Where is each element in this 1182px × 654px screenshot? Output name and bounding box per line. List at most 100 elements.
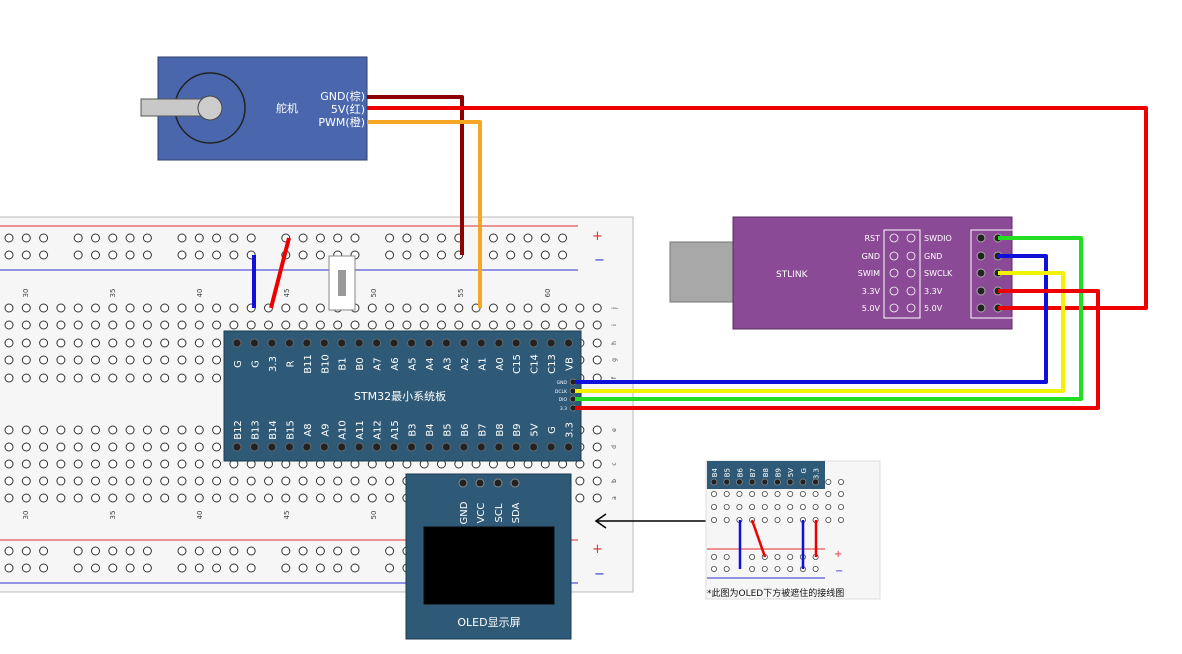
breadboard-hole[interactable] [125,476,135,486]
breadboard-hole[interactable] [333,320,343,330]
breadboard-hole[interactable] [281,476,291,486]
rail-hole[interactable] [177,233,187,243]
rail-hole[interactable] [402,250,412,260]
breadboard-hole[interactable] [21,425,31,435]
rail-hole[interactable] [298,250,308,260]
breadboard-hole[interactable] [540,320,550,330]
breadboard-hole[interactable] [4,303,14,313]
breadboard-hole[interactable] [21,355,31,365]
stm32-bottom-pin[interactable] [337,442,347,452]
breadboard-hole[interactable] [39,493,49,503]
breadboard-hole[interactable] [21,320,31,330]
inset-hole[interactable] [825,490,832,497]
rail-hole[interactable] [142,250,152,260]
breadboard-hole[interactable] [125,320,135,330]
inset-rail-hole[interactable] [711,554,718,561]
rail-hole[interactable] [419,250,429,260]
rail-hole[interactable] [91,250,100,260]
stlink-left-pin[interactable] [889,233,899,243]
breadboard-hole[interactable] [39,459,49,469]
breadboard-hole[interactable] [592,493,602,503]
rail-hole[interactable] [488,250,498,260]
breadboard-hole[interactable] [125,442,135,452]
breadboard-hole[interactable] [367,303,377,313]
rail-hole[interactable] [4,250,14,260]
breadboard-hole[interactable] [488,303,498,313]
stm32-bottom-pin[interactable] [459,442,469,452]
oled-pin[interactable] [475,478,485,488]
inset-rail-hole[interactable] [761,566,768,573]
breadboard-hole[interactable] [194,476,204,486]
rail-hole[interactable] [246,233,256,243]
inset-pin[interactable] [812,478,819,486]
breadboard-hole[interactable] [177,425,187,435]
rail-hole[interactable] [73,250,83,260]
rail-hole[interactable] [212,546,222,556]
inset-hole[interactable] [838,503,845,510]
breadboard-hole[interactable] [4,338,14,348]
breadboard-hole[interactable] [91,355,100,365]
breadboard-hole[interactable] [592,425,602,435]
inset-rail-hole[interactable] [787,554,794,561]
breadboard-hole[interactable] [212,355,222,365]
breadboard-hole[interactable] [212,303,222,313]
breadboard-hole[interactable] [125,459,135,469]
inset-hole[interactable] [838,490,845,497]
stm32-top-pin[interactable] [337,338,347,348]
breadboard-hole[interactable] [194,442,204,452]
inset-hole[interactable] [838,517,845,524]
breadboard-hole[interactable] [194,355,204,365]
breadboard-hole[interactable] [592,459,602,469]
stm32-top-pin[interactable] [494,338,504,348]
breadboard-hole[interactable] [56,425,66,435]
inset-pin[interactable] [736,478,743,486]
breadboard-hole[interactable] [506,303,516,313]
breadboard-hole[interactable] [177,355,187,365]
stm32-bottom-pin[interactable] [284,442,294,452]
rail-hole[interactable] [108,233,118,243]
rail-hole[interactable] [125,563,135,573]
breadboard-hole[interactable] [160,303,170,313]
breadboard-hole[interactable] [108,476,118,486]
breadboard-hole[interactable] [575,493,585,503]
rail-hole[interactable] [4,233,14,243]
oled-pin[interactable] [458,478,468,488]
rail-hole[interactable] [558,233,568,243]
breadboard-hole[interactable] [56,373,66,383]
breadboard-hole[interactable] [4,459,14,469]
breadboard-hole[interactable] [39,425,49,435]
rail-hole[interactable] [246,563,256,573]
rail-hole[interactable] [142,546,152,556]
breadboard-hole[interactable] [264,493,273,503]
breadboard-hole[interactable] [281,320,291,330]
breadboard-hole[interactable] [523,320,533,330]
breadboard-hole[interactable] [160,459,170,469]
breadboard-hole[interactable] [91,373,100,383]
breadboard-hole[interactable] [194,493,204,503]
breadboard-hole[interactable] [229,493,239,503]
rail-hole[interactable] [506,250,516,260]
rail-hole[interactable] [419,233,429,243]
stm32-top-pin[interactable] [319,338,329,348]
stlink-right-pin[interactable] [976,286,986,296]
breadboard-hole[interactable] [575,303,585,313]
breadboard-hole[interactable] [558,303,568,313]
breadboard-hole[interactable] [56,355,66,365]
breadboard-hole[interactable] [592,355,602,365]
rail-hole[interactable] [229,546,239,556]
inset-pin[interactable] [761,478,769,486]
breadboard-hole[interactable] [298,476,308,486]
rail-hole[interactable] [229,563,239,573]
breadboard-hole[interactable] [4,493,14,503]
breadboard-hole[interactable] [56,338,66,348]
breadboard-hole[interactable] [108,303,118,313]
stm32-bottom-pin[interactable] [354,442,364,452]
rail-hole[interactable] [333,546,343,556]
stm32-bottom-pin[interactable] [441,442,451,452]
breadboard-hole[interactable] [212,338,222,348]
stm32-bottom-pin[interactable] [232,442,242,452]
breadboard-hole[interactable] [142,338,152,348]
breadboard-hole[interactable] [108,320,118,330]
inset-hole[interactable] [761,503,768,510]
breadboard-hole[interactable] [4,355,14,365]
